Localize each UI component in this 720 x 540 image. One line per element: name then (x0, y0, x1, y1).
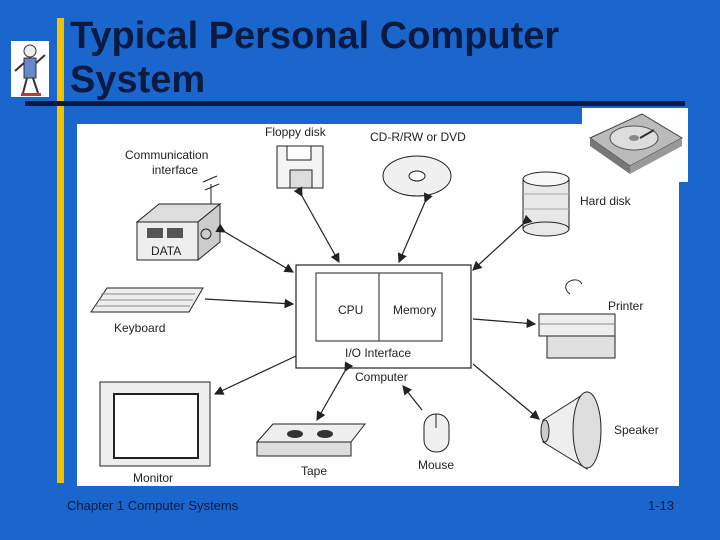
cdrom-label: CD-R/RW or DVD (370, 130, 466, 144)
floppy-label: Floppy disk (265, 125, 327, 139)
title-line-1: Typical Personal Computer (70, 15, 560, 57)
computer-label: Computer (355, 370, 408, 384)
accent-vertical-bar (57, 18, 64, 483)
mascot-logo (11, 41, 49, 97)
footer-chapter: Chapter 1 Computer Systems (67, 498, 239, 513)
computer-box: CPU Memory I/O Interface Computer (295, 264, 472, 384)
memory-label: Memory (393, 303, 436, 317)
cd-icon (382, 155, 452, 197)
footer-page-number: 1-13 (648, 498, 675, 513)
tape-icon (255, 423, 367, 457)
pc-system-diagram: CPU Memory I/O Interface Computer Floppy… (90, 125, 659, 485)
cpu-label: CPU (338, 303, 363, 317)
comm-label-line2: interface (152, 163, 198, 177)
diagram-panel: CPU Memory I/O Interface Computer Floppy… (77, 124, 679, 486)
title-underline-bar (25, 101, 685, 106)
data-label: DATA (151, 244, 181, 258)
io-interface-label: I/O Interface (345, 346, 411, 360)
speaker-icon (540, 391, 602, 470)
comm-label-line1: Communication (125, 148, 208, 162)
slide-title: Typical Personal Computer System (70, 14, 630, 102)
tape-label: Tape (301, 464, 327, 478)
keyboard-label: Keyboard (114, 321, 165, 335)
mouse-icon (423, 413, 450, 453)
hard-disk-label: Hard disk (580, 194, 632, 208)
floppy-disk-icon (276, 145, 324, 189)
printer-icon (538, 279, 616, 359)
monitor-label: Monitor (133, 471, 173, 485)
keyboard-icon (90, 287, 204, 313)
speaker-label: Speaker (614, 423, 659, 437)
modem-icon: DATA (135, 175, 222, 262)
printer-label: Printer (608, 299, 643, 313)
title-line-2: System (70, 59, 206, 101)
monitor-icon (99, 381, 211, 467)
connection-arrows (204, 186, 540, 422)
hard-disk-icon (522, 171, 570, 237)
hard-disk-photo (582, 108, 688, 182)
mouse-label: Mouse (418, 458, 454, 472)
